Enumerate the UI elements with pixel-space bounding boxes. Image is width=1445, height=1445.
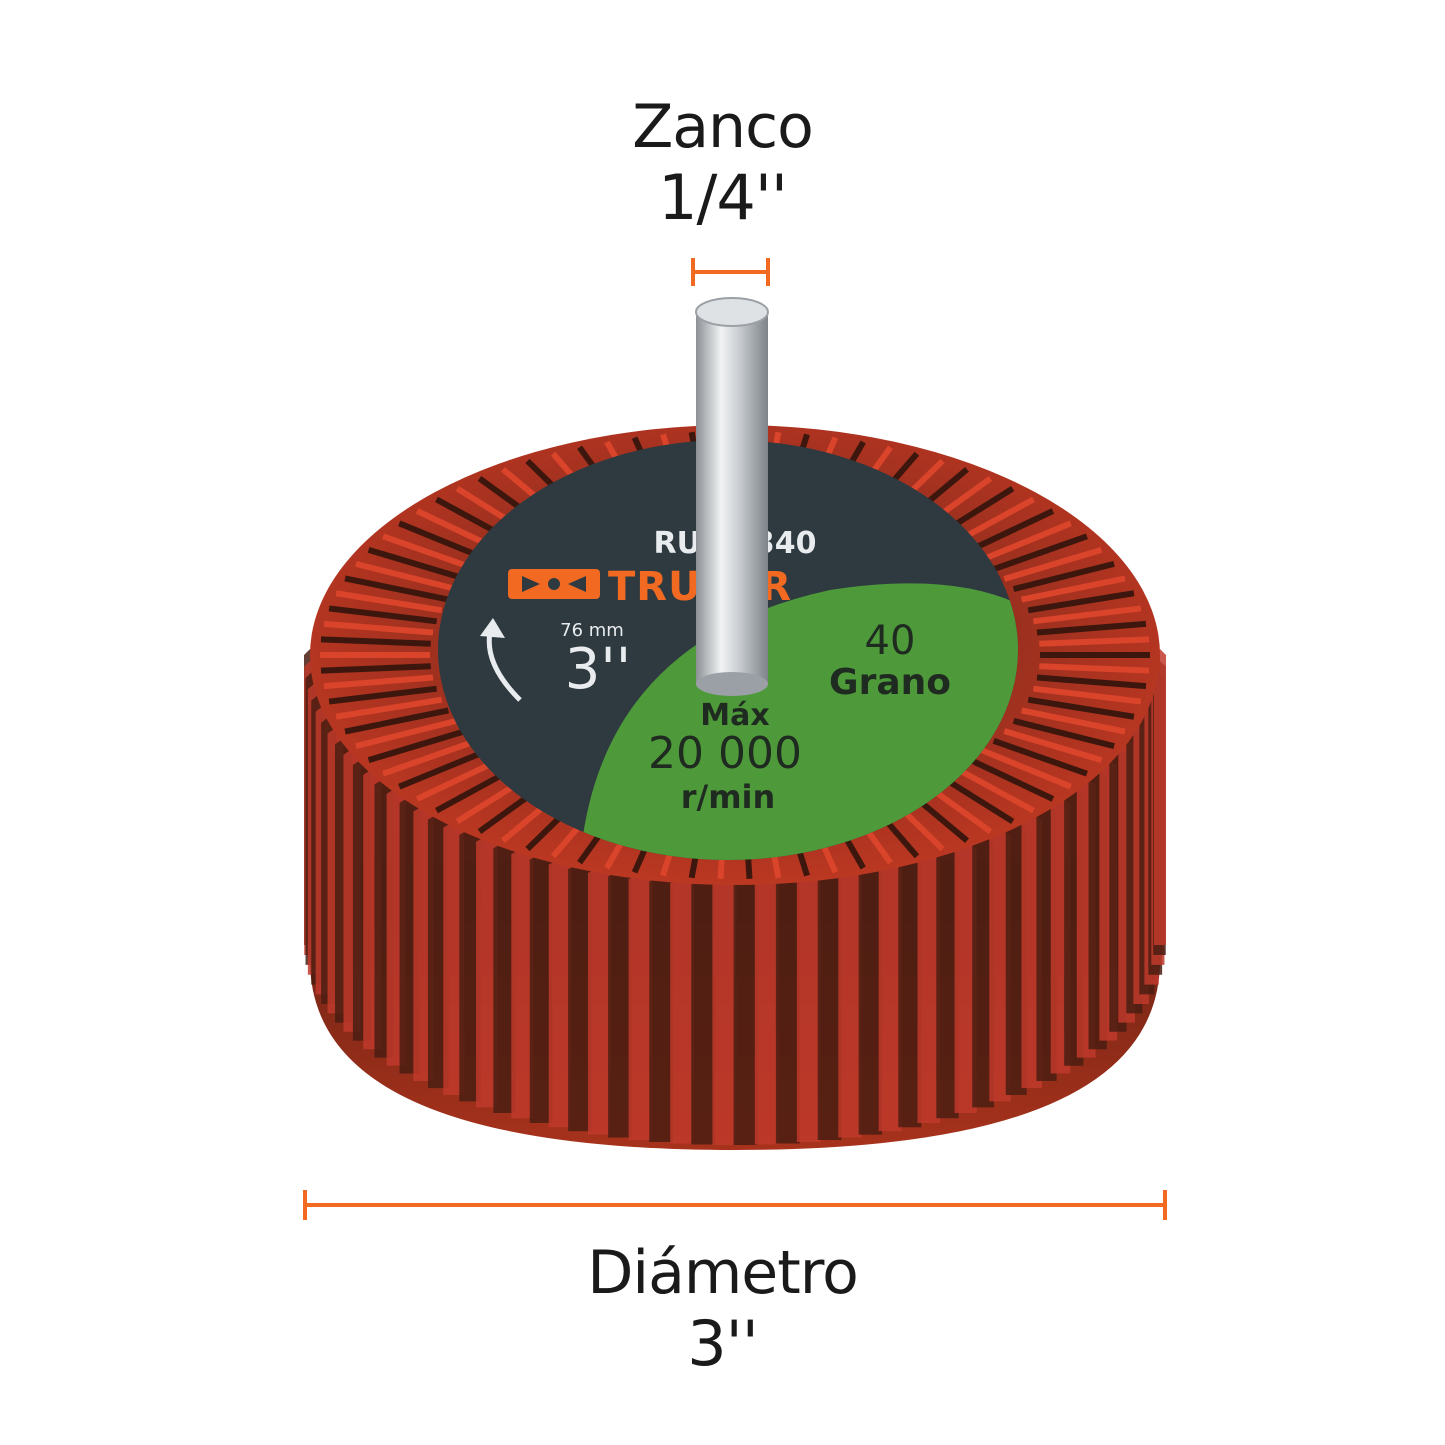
- flap-tip: [344, 575, 449, 603]
- flap-ridge: [670, 877, 695, 1144]
- flap-tip: [1027, 696, 1135, 720]
- flap-ridge: [936, 848, 959, 1119]
- disc-grit-value: 40: [865, 618, 916, 664]
- curved-arrow-icon: [480, 618, 522, 702]
- flap-tip: [335, 696, 443, 720]
- flap-tip: [320, 663, 431, 674]
- flap-ridge: [608, 870, 632, 1138]
- flap-tip: [323, 620, 434, 636]
- flap-ridge: [548, 858, 572, 1128]
- flap-ridge: [459, 828, 481, 1102]
- flap-ridge: [443, 821, 465, 1095]
- flap-tip: [355, 560, 458, 593]
- flap-ridge: [796, 875, 821, 1142]
- diameter-title: Diámetro: [587, 1238, 859, 1308]
- flap-tip: [1012, 560, 1115, 593]
- flap-ridges: [304, 649, 1166, 1145]
- flap-ridge: [511, 848, 534, 1119]
- flap-ridge: [989, 828, 1011, 1102]
- disc-size-metric: 76 mm: [560, 620, 624, 641]
- flap-tip: [1039, 636, 1150, 647]
- flap-tip: [1039, 663, 1150, 674]
- flap-tip: [992, 533, 1088, 572]
- flap-ridge: [838, 870, 862, 1138]
- disc-max-label: Máx: [700, 698, 769, 733]
- flap-tip: [1003, 546, 1103, 582]
- flap-ridge: [712, 878, 737, 1145]
- flap-tip: [1027, 590, 1135, 614]
- flap-ridge: [649, 875, 674, 1142]
- flap-tip: [382, 533, 478, 572]
- flap-tip: [1021, 707, 1126, 735]
- flap-ridge: [954, 842, 977, 1114]
- flap-ridge: [529, 853, 553, 1123]
- flap-tip: [1036, 620, 1147, 636]
- flap-ridge: [476, 835, 498, 1108]
- flap-tip: [1012, 717, 1115, 750]
- truper-logo-icon: [508, 569, 600, 599]
- flap-ridge: [628, 873, 653, 1140]
- flap-tip: [335, 590, 443, 614]
- flap-tip: [344, 707, 449, 735]
- shank-title: Zanco: [632, 92, 814, 162]
- flap-tip: [980, 520, 1072, 563]
- flap-ridge: [568, 863, 592, 1132]
- flap-ridge: [587, 867, 612, 1135]
- disc-max-speed: 20 000: [648, 728, 802, 779]
- flap-ridge: [775, 877, 800, 1144]
- flap-ridge: [754, 878, 779, 1145]
- flap-ridge: [878, 863, 902, 1132]
- flap-ridge: [691, 878, 716, 1145]
- flap-ridge: [858, 867, 883, 1135]
- flap-ridge: [917, 853, 941, 1123]
- flap-tip: [1032, 605, 1142, 625]
- flap-tip: [1021, 575, 1126, 603]
- flap-ridge: [1154, 649, 1166, 945]
- flap-tip: [320, 636, 431, 647]
- flap-tip: [398, 747, 490, 790]
- flap-tip: [328, 605, 438, 625]
- flap-ridge: [898, 858, 922, 1128]
- flap-ridge: [972, 835, 994, 1108]
- disc-grit-label: Grano: [829, 662, 951, 703]
- shank-size: 1/4'': [658, 161, 788, 234]
- flap-ridge: [733, 878, 758, 1145]
- flap-tip: [967, 756, 1055, 802]
- diameter-size: 3'': [687, 1307, 759, 1380]
- shank: [695, 297, 769, 696]
- disc-speed-unit: r/min: [681, 778, 776, 816]
- flap-tip: [1036, 674, 1147, 690]
- flap-tip: [323, 674, 434, 690]
- flap-tip: [992, 738, 1088, 777]
- disc-size-imperial: 3'': [565, 637, 631, 702]
- flap-tip: [382, 738, 478, 777]
- shank-dimension-marker: [691, 258, 770, 286]
- flap-tip: [367, 546, 467, 582]
- flap-tip: [328, 685, 438, 705]
- flap-tip: [355, 717, 458, 750]
- flap-ridge: [817, 873, 842, 1140]
- flap-ridge: [493, 842, 516, 1114]
- flap-tip: [367, 728, 467, 764]
- flap-tip: [1032, 685, 1142, 705]
- flap-tip: [967, 508, 1055, 554]
- diameter-dimension-marker: [303, 1190, 1167, 1220]
- flap-tip: [1003, 728, 1103, 764]
- flap-tip: [980, 747, 1072, 790]
- flap-tip: [952, 764, 1035, 814]
